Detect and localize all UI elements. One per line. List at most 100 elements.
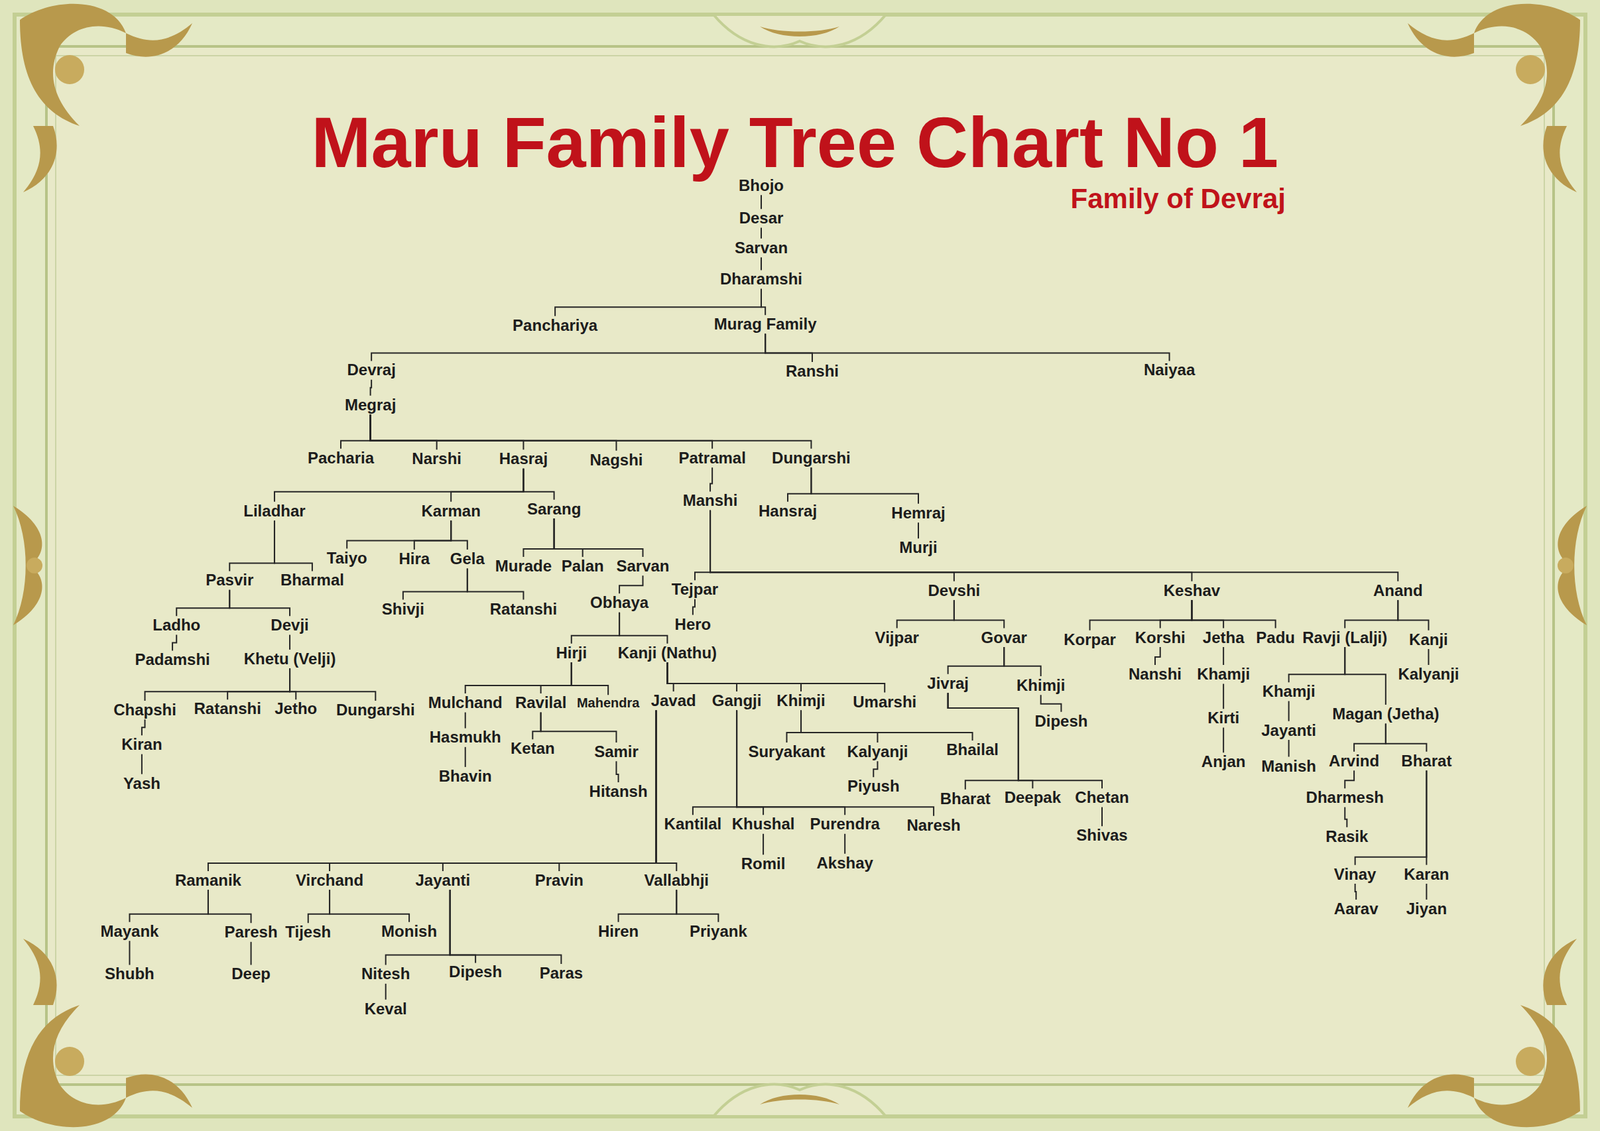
lineage-connector [667, 662, 674, 692]
person-name-box: Javad [649, 691, 699, 711]
person-name-box: Yash [121, 774, 163, 794]
lineage-connector [760, 194, 762, 209]
person-name: Gangji [712, 692, 762, 710]
gold-scroll [1474, 3, 1581, 126]
person-name-box: Jetha [1200, 628, 1247, 648]
person-name: Piyush [847, 777, 900, 796]
title-area: Maru Family Tree Chart No 1 [311, 103, 1279, 183]
person-name-box: Deepak [1002, 788, 1063, 807]
person-name-box: Virchand [293, 871, 366, 890]
person-name-box: Kiran [119, 735, 164, 754]
person-name: Padamshi [134, 651, 210, 669]
lineage-connector [346, 520, 451, 549]
person-name-box: Kantilal [662, 814, 725, 834]
lineage-connector [532, 712, 541, 740]
lineage-connector [274, 520, 313, 571]
person-name-box: Palan [559, 556, 607, 576]
person-name: Sarvan [734, 239, 788, 257]
lineage-connector [385, 984, 387, 1000]
person-name: Panchariya [512, 316, 598, 335]
person-name: Gela [450, 550, 485, 568]
lineage-connector [1041, 694, 1062, 712]
lineage-connector [128, 940, 130, 965]
gold-leaf [125, 23, 193, 58]
person-name: Murji [899, 539, 937, 557]
person-name: Sarang [527, 500, 581, 518]
lineage-connector [141, 719, 146, 736]
person-name-box: Manish [1259, 757, 1319, 776]
lineage-connector [692, 599, 695, 616]
person-name: Khetu (Velji) [244, 650, 337, 668]
lineage-connector [208, 710, 657, 871]
person-name: Murade [495, 557, 552, 575]
person-name-box: Akshay [814, 854, 876, 873]
person-name-box: Jayanti [1259, 721, 1319, 740]
person-name: Dungarshi [771, 449, 851, 467]
person-name: Patramal [678, 449, 746, 467]
person-name-box: Devraj [344, 360, 398, 380]
person-name-box: Desar [737, 208, 786, 228]
lineage-connector [948, 647, 1005, 675]
corner-ornament [19, 938, 193, 1128]
person-name-box: Piyush [845, 777, 902, 796]
lineage-connector [656, 710, 677, 871]
person-name-box: Tijesh [283, 923, 333, 942]
lineage-connector [558, 710, 656, 871]
chart-subtitle: Family of Devraj [1070, 183, 1286, 215]
person-name: Bharat [940, 790, 991, 808]
lineage-connector [1222, 647, 1225, 666]
lineage-connector [403, 568, 468, 601]
gold-boss [1515, 55, 1545, 85]
person-name-box: Shivji [379, 600, 427, 619]
person-name-box: Hasraj [497, 449, 550, 469]
lineage-connector [289, 635, 291, 650]
lineage-connector [1344, 647, 1386, 705]
person-name-box: Korpar [1061, 630, 1118, 650]
person-name: Yash [123, 775, 161, 793]
person-name-box: Bharat [938, 789, 993, 809]
person-name-box: Bhavin [436, 767, 494, 786]
lineage-connector [329, 889, 410, 923]
person-name: Bharat [1401, 752, 1452, 770]
person-name: Mulchand [428, 694, 503, 712]
gold-scroll [1474, 1005, 1581, 1128]
person-name-box: Priyank [687, 922, 750, 941]
person-name-box: Khamji [1260, 682, 1318, 701]
lineage-connector [762, 834, 764, 856]
lineage-connector [667, 662, 885, 693]
person-name-box: Kirti [1205, 708, 1242, 728]
person-name: Hasmukh [429, 728, 502, 746]
person-name-box: Kalyanji [1395, 665, 1461, 684]
person-name: Khimji [1016, 676, 1065, 695]
lineage-connector [1101, 807, 1103, 827]
person-name-box: Rasik [1323, 827, 1370, 847]
person-name: Murag Family [714, 315, 817, 333]
person-name: Padu [1255, 629, 1295, 647]
lineage-connector [541, 662, 572, 694]
person-name: Anand [1373, 582, 1423, 600]
chart-title: Maru Family Tree Chart No 1 [311, 103, 1279, 183]
lineage-connector [1160, 600, 1193, 628]
person-name-box: Devji [268, 615, 311, 635]
person-name: Palan [561, 557, 605, 575]
gold-boss [26, 557, 43, 574]
person-name: Tejpar [671, 580, 719, 599]
lineage-connector [710, 510, 1192, 582]
lineage-connector [1344, 807, 1347, 828]
person-name: Bharmal [280, 571, 345, 589]
person-name-box: Panchariya [510, 316, 600, 335]
lineage-connector [800, 710, 973, 740]
lineage-connector [1397, 600, 1429, 630]
lineage-connector [274, 468, 524, 502]
gold-scroll [1557, 505, 1587, 626]
person-name-box: Monish [379, 922, 439, 941]
person-name: Devraj [346, 361, 396, 379]
person-name: Vallabhji [644, 871, 709, 890]
lineage-connector [618, 889, 677, 923]
person-name-box: Pravin [533, 871, 586, 890]
person-name-box: Hitansh [587, 782, 650, 801]
person-name: Deep [231, 965, 271, 983]
lineage-connector [370, 414, 713, 449]
side-ornament [13, 505, 43, 626]
person-name-box: Korshi [1133, 628, 1188, 648]
